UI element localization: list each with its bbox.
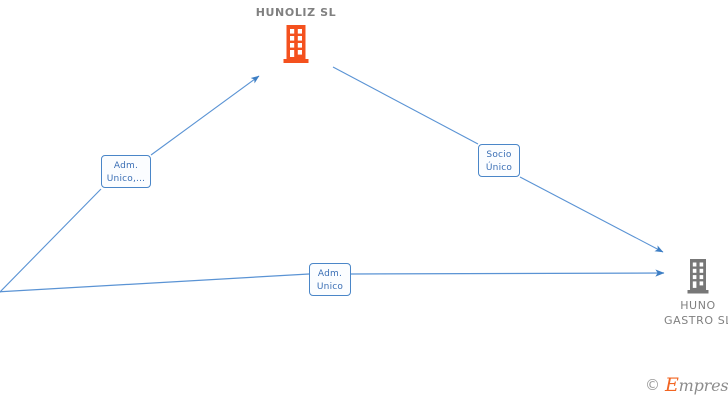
building-icon xyxy=(687,259,709,294)
node-huno-gastro[interactable]: HUNO GASTRO SL xyxy=(638,258,728,328)
empresia-logo-initial: E xyxy=(665,374,679,396)
edge-label-socio-unico[interactable]: Socio Único xyxy=(478,144,520,177)
edge-label-line1: Socio xyxy=(486,150,512,160)
node-huno-gastro-caption-line2: GASTRO SL xyxy=(663,314,728,327)
node-huno-gastro-caption-line1: HUNO xyxy=(680,299,716,312)
edge-label-line2: Único xyxy=(485,163,513,173)
empresia-logo: Empresia xyxy=(665,376,728,395)
edge-hunoliz-to-huno-gastro xyxy=(332,66,664,253)
empresia-watermark: © Empresia xyxy=(645,376,728,395)
edge-label-line2: Unico,... xyxy=(106,174,146,184)
empresia-logo-rest: mpresia xyxy=(678,376,728,395)
node-hunoliz[interactable]: HUNOLIZ SL xyxy=(236,6,356,64)
building-icon xyxy=(283,25,309,63)
edge-label-line2: Unico xyxy=(316,282,344,292)
copyright-icon: © xyxy=(645,376,660,394)
edge-label-adm-unico[interactable]: Adm. Unico xyxy=(309,263,351,296)
edge-label-line1: Adm. xyxy=(113,161,139,171)
node-hunoliz-title: HUNOLIZ SL xyxy=(255,6,337,19)
edge-label-line1: Adm. xyxy=(317,269,343,279)
edge-label-adm-unico-multi[interactable]: Adm. Unico,... xyxy=(101,155,151,188)
edge-offscreen-left-to-hunoliz xyxy=(0,75,260,293)
node-huno-gastro-caption: HUNO GASTRO SL xyxy=(638,298,728,328)
edge-offscreen-left-to-huno-gastro xyxy=(0,269,665,293)
